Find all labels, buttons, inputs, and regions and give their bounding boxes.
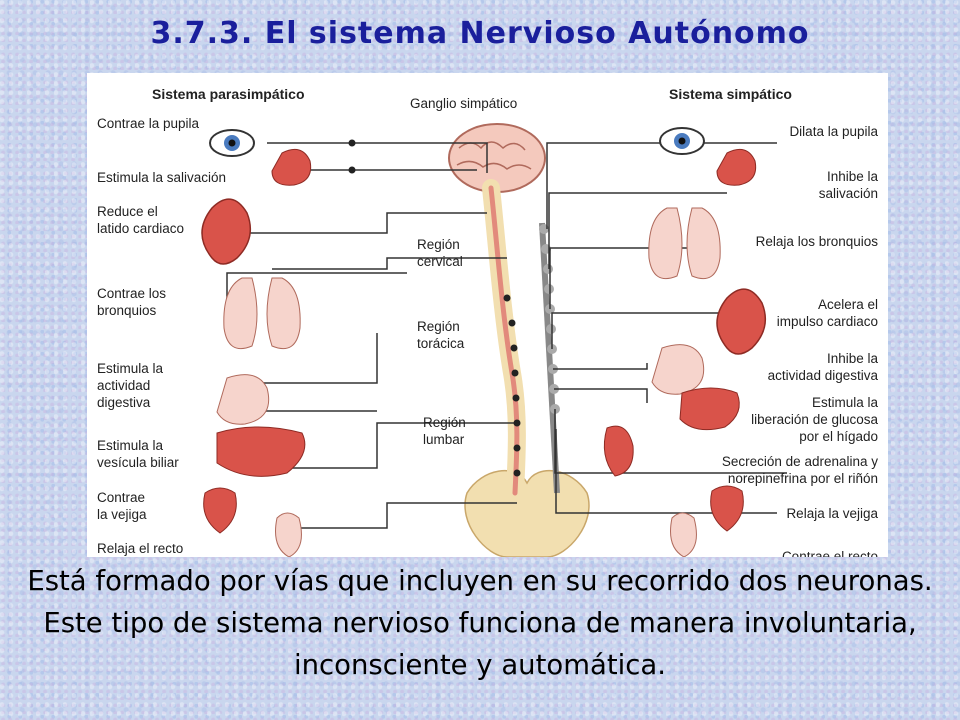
para-label-rectum: Relaja el recto bbox=[97, 541, 184, 556]
region-cervical-label: Región cervical bbox=[417, 237, 463, 269]
para-label-bladder: Contrae la vejiga bbox=[97, 490, 147, 522]
heart-left-icon bbox=[201, 198, 252, 265]
right-eye-icon bbox=[659, 127, 705, 155]
sym-label-glucose: Estimula la liberación de glucosa por el… bbox=[751, 395, 878, 444]
salivary-gland-left-icon bbox=[271, 148, 312, 186]
sym-label-heart: Acelera el impulso cardiaco bbox=[776, 297, 878, 329]
synapse-dots bbox=[348, 139, 521, 477]
left-eye-icon bbox=[209, 129, 255, 157]
rectum-right-icon bbox=[670, 512, 697, 557]
parasympathetic-nerve-lines bbox=[226, 142, 517, 529]
parasympathetic-heading: Sistema parasimpático bbox=[152, 86, 305, 102]
liver-left-icon bbox=[216, 426, 306, 477]
sym-label-pupil: Dilata la pupila bbox=[789, 124, 878, 139]
sym-label-salivation: Inhibe la salivación bbox=[818, 169, 878, 201]
stomach-right-icon bbox=[651, 344, 705, 395]
caption-text: Está formado por vías que incluyen en su… bbox=[27, 565, 933, 681]
para-label-gallbladder: Estimula la vesícula biliar bbox=[97, 438, 179, 470]
diagram-artwork bbox=[201, 123, 787, 557]
lungs-right-icon bbox=[648, 207, 721, 280]
para-label-bronchi: Contrae los bronquios bbox=[97, 286, 167, 318]
heart-right-icon bbox=[716, 288, 767, 355]
region-lumbar-label: Región lumbar bbox=[423, 415, 466, 447]
para-label-digestive: Estimula la actividad digestiva bbox=[97, 361, 164, 410]
lungs-left-icon bbox=[223, 277, 301, 350]
bladder-left-icon bbox=[203, 487, 237, 534]
ganglion-label: Ganglio simpático bbox=[410, 96, 518, 111]
para-label-salivation: Estimula la salivación bbox=[97, 170, 227, 185]
pelvis-illustration bbox=[464, 469, 590, 557]
para-label-pupil: Contrae la pupila bbox=[97, 116, 200, 131]
kidney-right-icon bbox=[603, 425, 634, 477]
slide-title: 3.7.3. El sistema Nervioso Autónomo bbox=[150, 16, 810, 51]
region-thoracic-label: Región torácica bbox=[417, 319, 465, 351]
rectum-left-icon bbox=[275, 512, 302, 557]
sympathetic-heading: Sistema simpático bbox=[669, 86, 792, 102]
bladder-right-icon bbox=[710, 485, 744, 532]
para-label-heart: Reduce el latido cardiaco bbox=[97, 204, 185, 236]
spinal-cord-illustration bbox=[482, 179, 526, 502]
sym-label-bladder: Relaja la vejiga bbox=[786, 506, 878, 521]
sym-label-adrenaline: Secreción de adrenalina y norepinefrina … bbox=[721, 454, 878, 486]
sym-label-digestive: Inhibe la actividad digestiva bbox=[767, 351, 878, 383]
nervous-system-diagram: Sistema parasimpático Ganglio simpático … bbox=[87, 73, 888, 557]
stomach-left-icon bbox=[216, 374, 270, 425]
sym-label-bronchi: Relaja los bronquios bbox=[755, 234, 878, 249]
sym-label-rectum: Contrae el recto bbox=[781, 549, 878, 557]
salivary-gland-right-icon bbox=[716, 148, 757, 186]
liver-right-icon bbox=[679, 387, 740, 431]
